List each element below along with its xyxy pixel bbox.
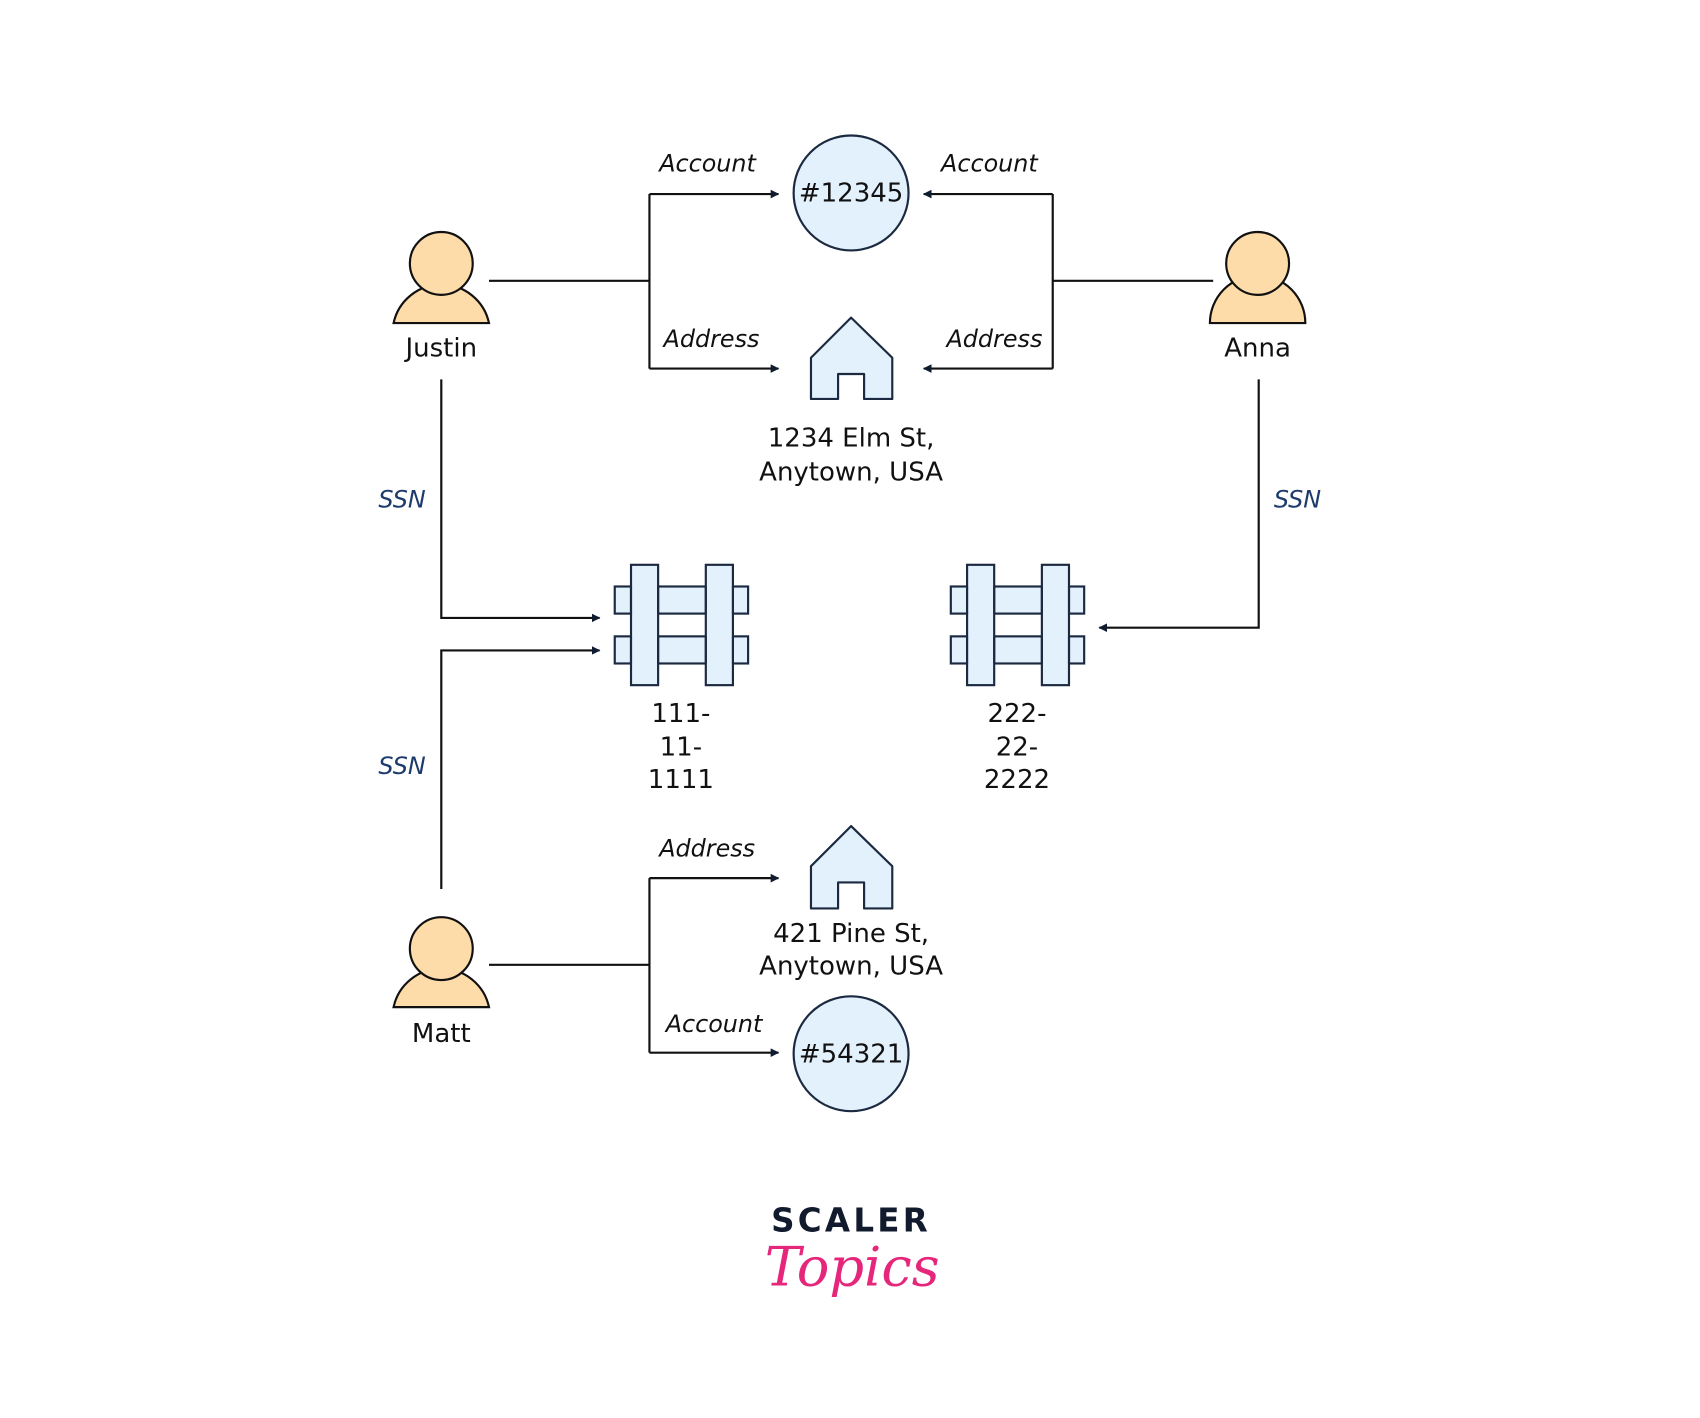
edge-label-matt-ssn: SSN	[378, 752, 425, 780]
edge-anna-ssn	[1098, 379, 1260, 633]
edge-matt-ssn	[440, 646, 601, 889]
address-node-pine[interactable]: 421 Pine St, Anytown, USA	[759, 824, 943, 982]
person-head-icon	[408, 916, 474, 982]
edge-label-justin-ssn: SSN	[378, 485, 425, 513]
account-number: #54321	[799, 1039, 904, 1069]
edge-label-justin-address: Address	[662, 325, 760, 353]
ssn-part3: 2222	[984, 765, 1050, 795]
logo-scaler-text: SCALER	[771, 1202, 931, 1240]
anna-edges	[922, 189, 1260, 633]
person-name: Justin	[403, 334, 477, 364]
justin-edges	[440, 189, 780, 623]
account-node-54321[interactable]: #54321	[792, 995, 910, 1113]
address-line2: Anytown, USA	[759, 457, 943, 487]
person-anna[interactable]: Anna	[1208, 230, 1307, 364]
account-node-12345[interactable]: #12345	[792, 134, 910, 252]
person-name: Anna	[1224, 334, 1291, 364]
person-justin[interactable]: Justin	[392, 230, 491, 364]
edge-label-anna-account: Account	[939, 149, 1039, 177]
ssn-node-222[interactable]: 222- 22- 2222	[949, 563, 1086, 795]
account-circle-icon	[792, 134, 910, 252]
edge-justin-ssn	[440, 379, 601, 623]
edge-label-justin-account: Account	[657, 149, 757, 177]
address-node-elm[interactable]: 1234 Elm St, Anytown, USA	[759, 316, 943, 488]
address-line1: 1234 Elm St,	[768, 424, 935, 454]
edge-label-matt-account: Account	[664, 1010, 764, 1038]
ssn-part1: 222-	[987, 699, 1046, 729]
hash-icon	[613, 563, 750, 687]
ssn-node-111[interactable]: 111- 11- 1111	[613, 563, 750, 795]
address-line1: 421 Pine St,	[773, 919, 929, 949]
address-line2: Anytown, USA	[759, 952, 943, 982]
person-name: Matt	[412, 1019, 471, 1049]
ssn-part2: 11-	[660, 733, 702, 763]
house-icon	[809, 824, 894, 910]
edge-label-anna-address: Address	[944, 325, 1042, 353]
ssn-part1: 111-	[651, 699, 710, 729]
edge-label-anna-ssn: SSN	[1274, 485, 1321, 513]
person-matt[interactable]: Matt	[392, 916, 491, 1049]
person-head-icon	[408, 230, 474, 296]
scaler-topics-logo: SCALER Topics	[765, 1202, 940, 1299]
logo-topics-text: Topics	[765, 1236, 940, 1299]
house-icon	[809, 316, 894, 401]
edge-label-matt-address: Address	[657, 834, 755, 862]
ssn-part2: 22-	[996, 733, 1038, 763]
ssn-part3: 1111	[648, 765, 714, 795]
account-circle-icon	[792, 995, 910, 1113]
hash-icon	[949, 563, 1086, 687]
matt-edges	[440, 646, 780, 1057]
account-number: #12345	[799, 179, 904, 209]
person-head-icon	[1225, 230, 1291, 296]
